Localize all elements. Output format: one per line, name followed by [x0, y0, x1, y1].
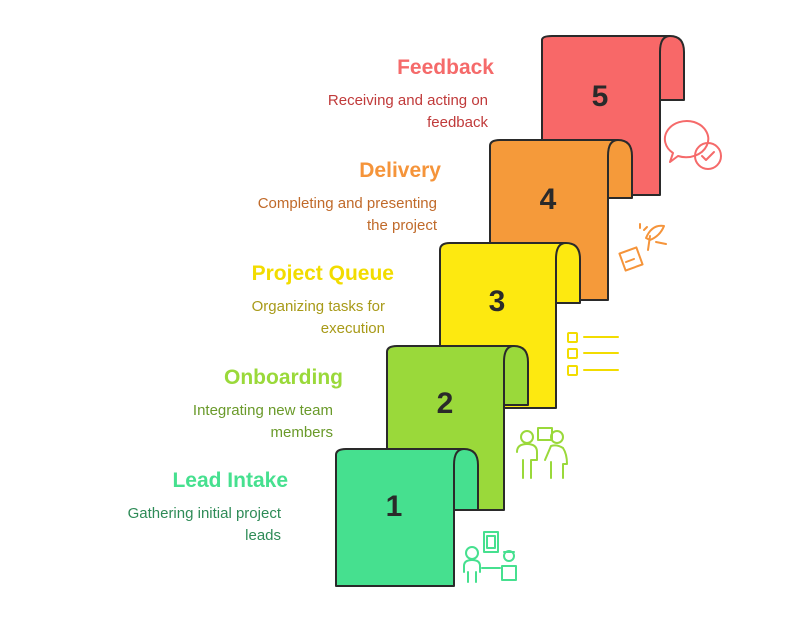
mentor-board-icon	[516, 427, 568, 479]
step-1-banner	[335, 448, 479, 587]
step-5-description-line2: feedback	[427, 114, 488, 131]
step-4-description: Completing and presenting the project	[258, 193, 437, 237]
presentation-people-icon	[463, 531, 517, 583]
step-2-number: 2	[436, 387, 454, 420]
step-3-label: Project Queue	[252, 262, 394, 286]
step-2-title: Onboarding	[224, 366, 343, 389]
step-3-description: Organizing tasks for execution	[252, 296, 385, 340]
step-3-title: Project Queue	[251, 262, 394, 285]
step-2-description: Integrating new team members	[193, 400, 333, 444]
step-1-number: 1	[385, 490, 403, 523]
step-4-title: Delivery	[359, 159, 441, 182]
feedback-chat-icon	[663, 120, 722, 170]
step-4-description-line2: the project	[366, 217, 437, 234]
step-3-description-line2: execution	[320, 320, 385, 337]
step-4-number: 4	[539, 183, 557, 216]
step-5-description: Receiving and acting on feedback	[328, 90, 488, 134]
step-5-title: Feedback	[397, 56, 494, 79]
step-1-label: Lead Intake	[172, 469, 288, 493]
step-4-description-line1: Completing and presenting	[257, 195, 437, 212]
step-3-description-line1: Organizing tasks for	[251, 298, 385, 315]
step-1-description: Gathering initial project leads	[128, 503, 281, 547]
step-4-label: Delivery	[359, 159, 441, 183]
step-3-number: 3	[488, 285, 506, 318]
step-2-description-line2: members	[270, 424, 333, 441]
package-delivery-icon	[618, 223, 667, 272]
checklist-icon	[567, 332, 619, 376]
step-1-title: Lead Intake	[172, 469, 288, 492]
step-5-label: Feedback	[397, 56, 494, 80]
step-1-description-line2: leads	[245, 527, 281, 544]
step-5-description-line1: Receiving and acting on	[327, 92, 488, 109]
step-1-description-line1: Gathering initial project	[127, 505, 281, 522]
step-5-number: 5	[591, 80, 609, 113]
step-2-label: Onboarding	[224, 366, 343, 390]
step-2-description-line1: Integrating new team	[192, 402, 333, 419]
